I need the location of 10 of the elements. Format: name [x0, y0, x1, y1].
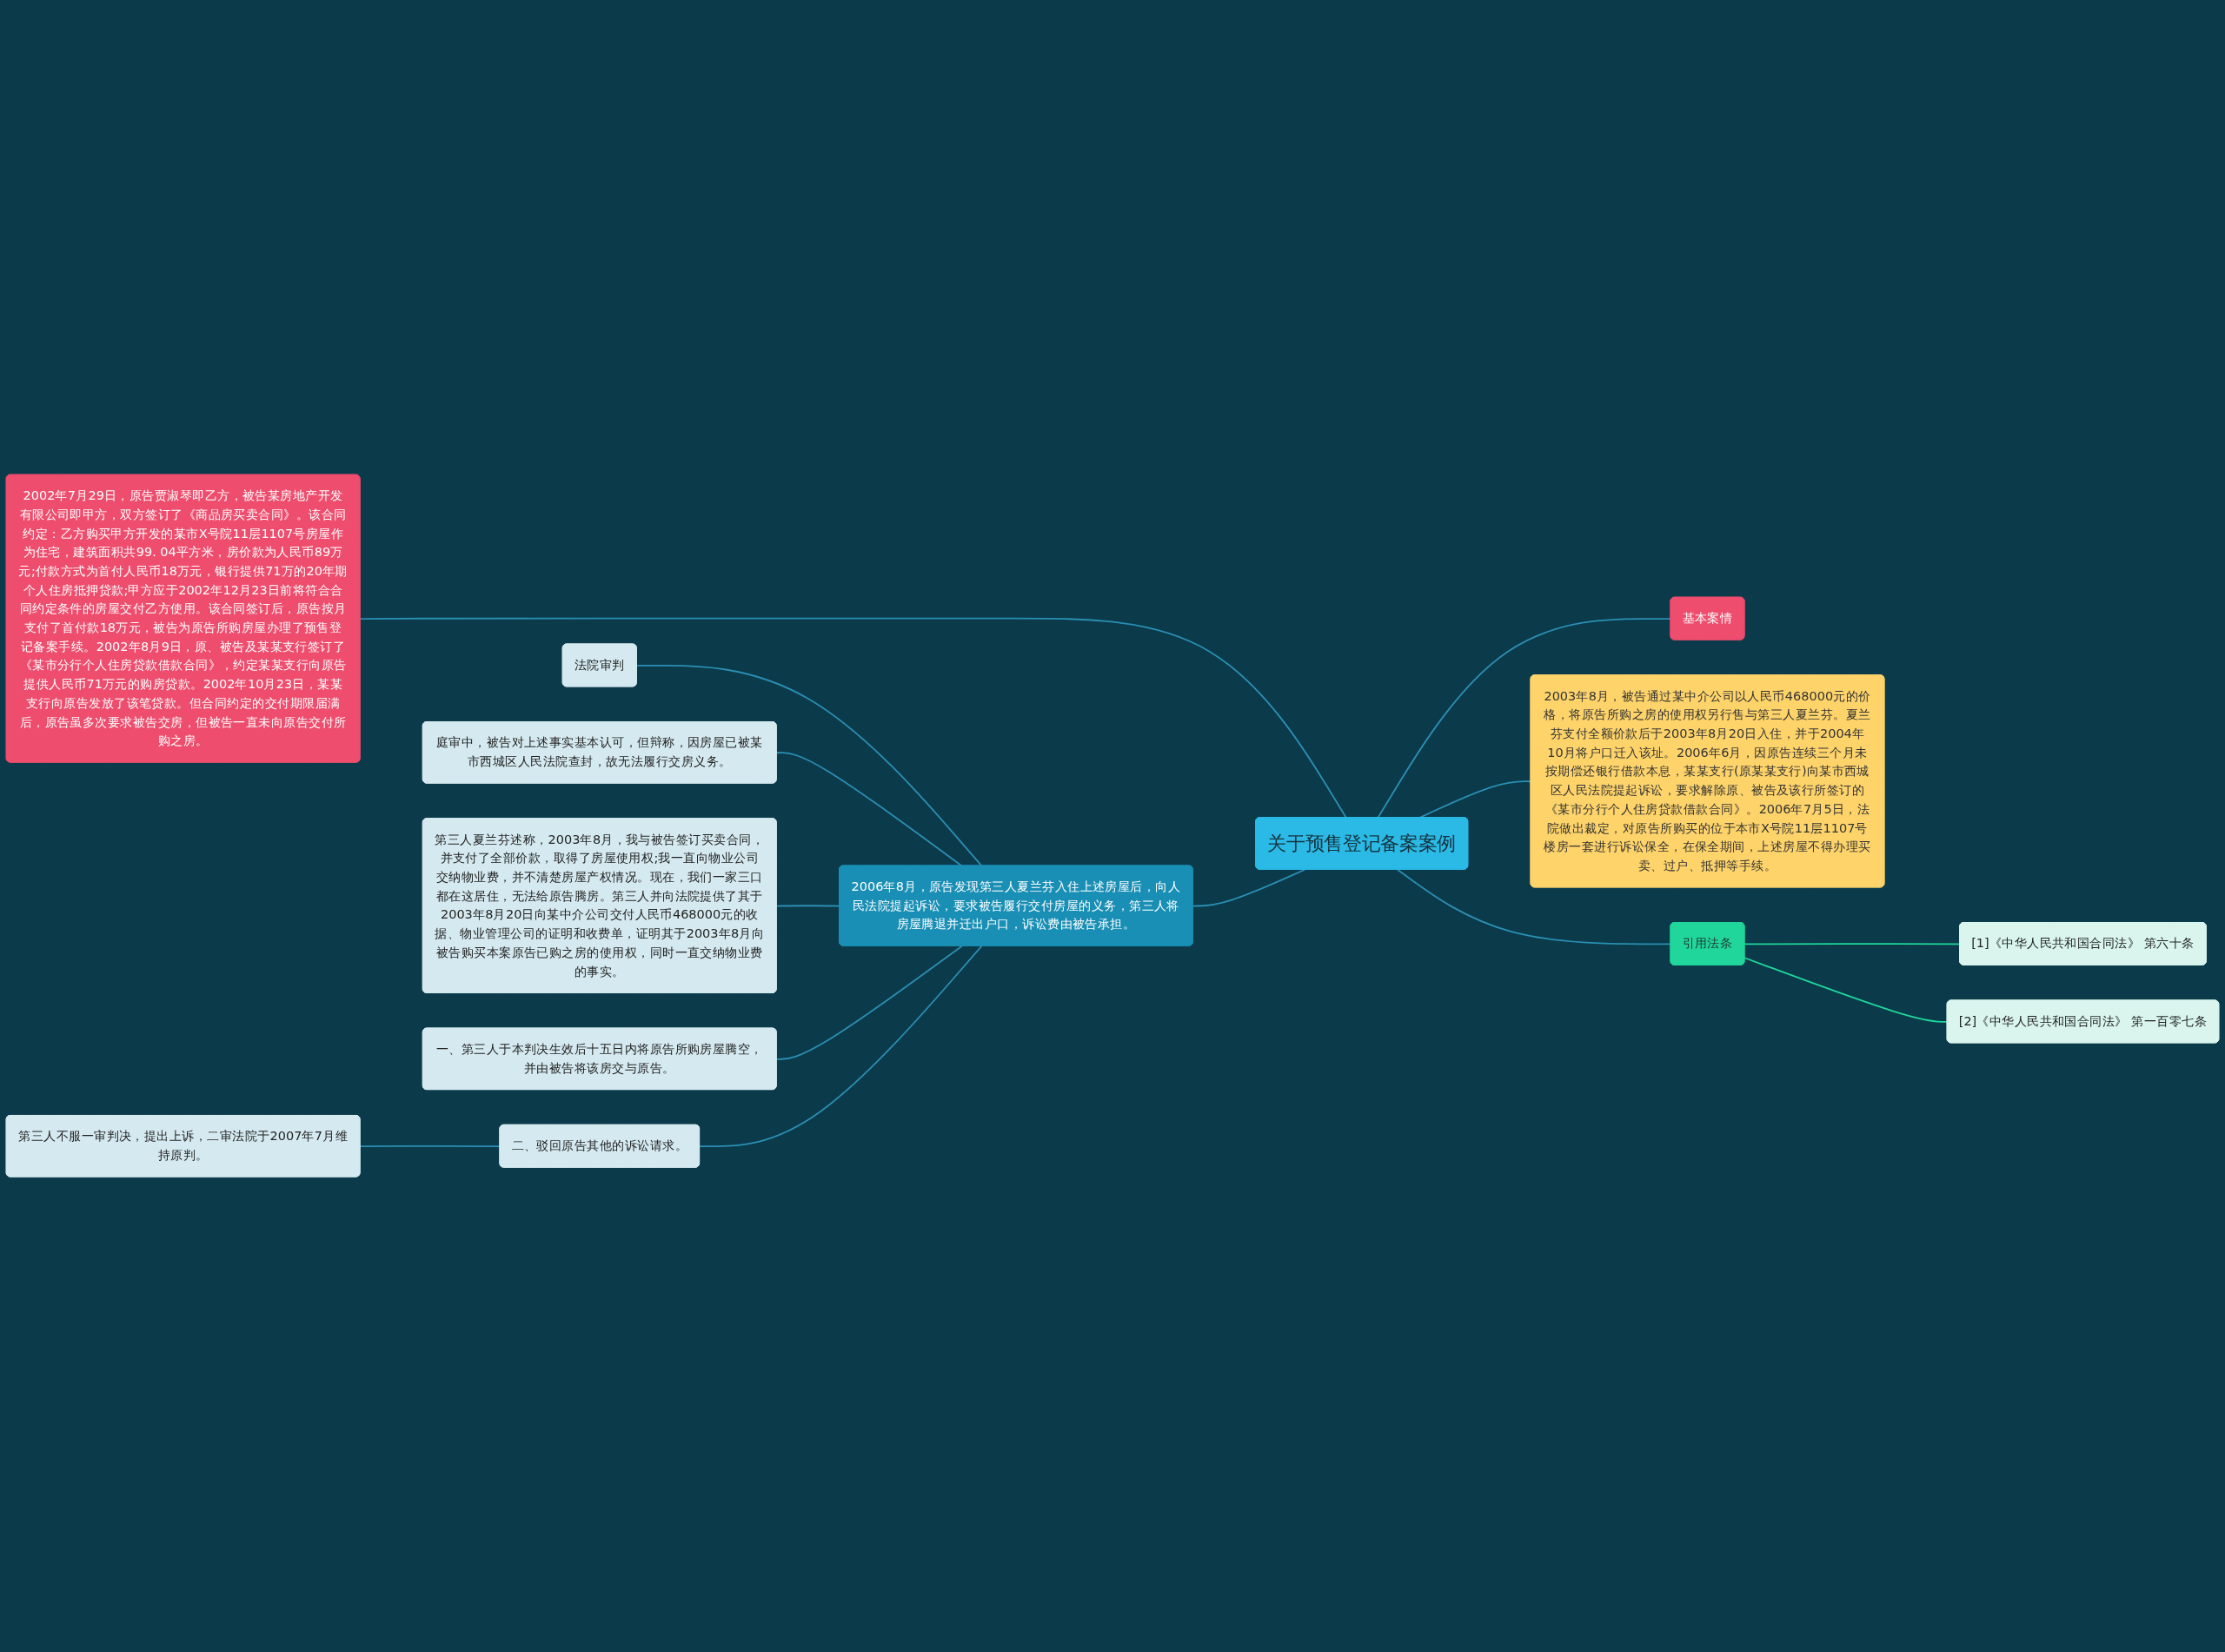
connector [775, 905, 840, 907]
connector [359, 618, 1347, 819]
connector [775, 945, 963, 1061]
connector [1192, 869, 1306, 907]
connector [635, 665, 983, 867]
connector [1418, 780, 1532, 819]
connector [1743, 943, 1961, 945]
connector [699, 945, 983, 1148]
connector [775, 752, 963, 867]
connector [1743, 957, 1949, 1024]
